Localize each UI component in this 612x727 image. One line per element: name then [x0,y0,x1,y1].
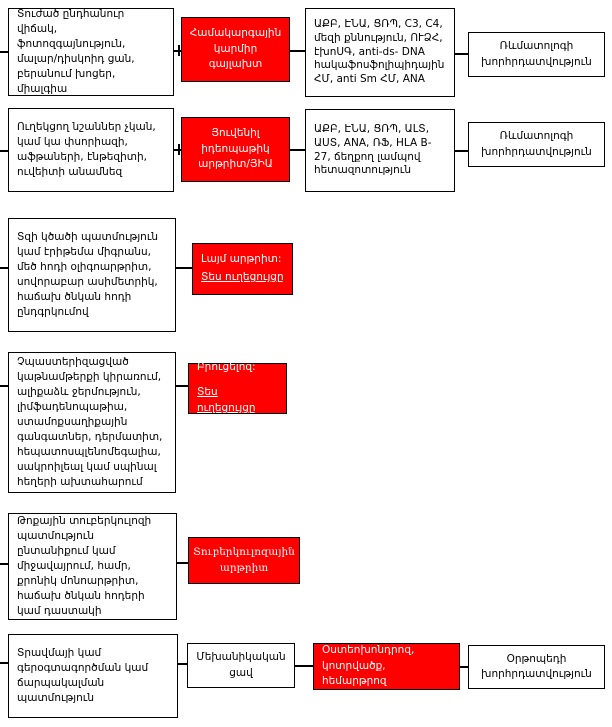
category-box-mechanical-pain: Մեխանիկական ցավ [187,643,295,688]
connector [178,663,187,665]
connector [176,267,192,269]
tests-box-jia: ԱՔԲ, ԷՆԱ, ՑՌՊ, ԱԼՏ, ԱՍՏ, ANA, ՌՖ, HLA B-… [305,109,455,192]
diagnosis-title: Բրուցելոզ: [197,361,256,374]
connector [460,666,468,668]
symptom-box-trauma: Տրավմայի կամ գերօգտագործման կամ ճարպակալ… [8,634,178,718]
connector [455,53,468,55]
symptom-box-brucellosis: Չպաստերիզացված կաթնամթերքի կիրառում, ալի… [8,352,176,493]
connector [290,149,305,151]
diagnosis-title: Լայմ արթրիտ: [201,253,282,266]
connector [290,50,305,52]
diagnosis-box-jia: Յուվենիլ իդեոպաթիկ արթրիտ/ՅԻԱ [181,117,290,182]
diagnosis-box-osteochondrosis: Օստեոխոնդրոզ, կոտրվածք, հեմարթրոզ [313,643,460,690]
connector [174,50,181,52]
connector [295,665,313,667]
symptom-box-lyme: Տզի կծածի պատմություն կամ էրիթեմա միգրան… [8,218,176,332]
diagnosis-box-lupus: Համակարգային կարմիր գայլախտ [181,17,290,82]
guideline-link[interactable]: Տես ուղեցույցը [201,271,284,283]
referral-box-rheumatologist-2: Ռևմատոլոգի խորհրդատվություն [468,122,605,167]
connector [0,563,8,565]
guideline-link[interactable]: Տես ուղեցույցը [197,386,256,414]
symptom-box-lupus: Տուժած ընդհանուր վիճակ, ֆոտոզգայնություն… [8,8,174,96]
connector-tick [178,45,180,56]
referral-box-orthopedist: Օրթոպեդի խորհրդատվություն [468,645,605,689]
referral-box-rheumatologist-1: Ռևմատոլոգի խորհրդատվություն [468,32,605,77]
connector [0,267,8,269]
diagnosis-box-brucellosis: Բրուցելոզ: Տես ուղեցույցը [188,361,287,414]
diagnosis-box-lyme: Լայմ արթրիտ: Տես ուղեցույցը [192,243,293,295]
connector-tick [178,144,180,155]
connector [0,662,8,664]
connector [455,150,468,152]
connector [174,149,181,151]
connector [0,51,8,53]
connector [177,562,188,564]
connector [176,385,188,387]
tests-box-lupus: ԱՔԲ, ԷՆԱ, ՑՌՊ, C3, C4, մեզի քննություն, … [305,8,455,97]
diagnosis-box-tb: Տուբերկուլոզային արթրիտ [188,537,300,584]
connector [0,150,8,152]
connector [0,385,8,387]
symptom-box-jia: Ուղեկցող նշաններ չկան, կամ կա փսորիազի, … [8,108,174,192]
symptom-box-tb: Թոքային տուբերկուլոզի պատմություն ընտանի… [8,513,177,620]
